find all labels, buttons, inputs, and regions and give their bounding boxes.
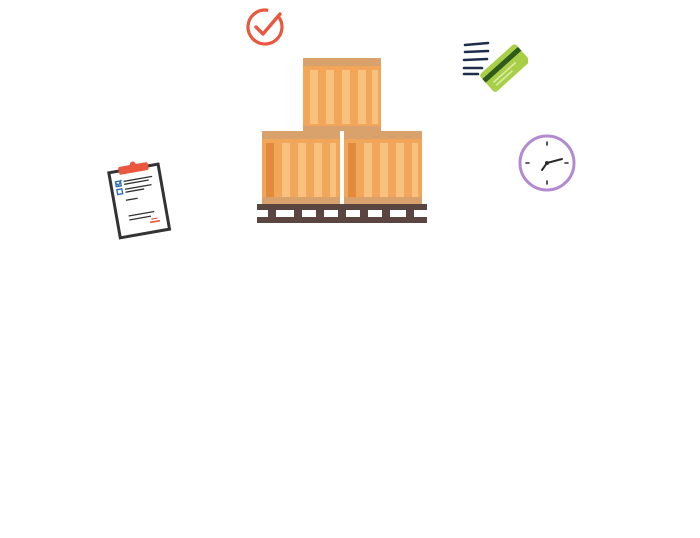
pallet	[257, 204, 427, 223]
pallet-boxes-icon	[257, 58, 427, 223]
bottom-left-box	[262, 131, 340, 205]
top-box	[303, 58, 381, 132]
check-circle-icon	[246, 8, 284, 46]
credit-card-icon	[462, 41, 528, 92]
clipboard-checklist-icon	[107, 161, 172, 240]
clock-icon	[518, 134, 576, 192]
bottom-right-box	[344, 131, 422, 205]
